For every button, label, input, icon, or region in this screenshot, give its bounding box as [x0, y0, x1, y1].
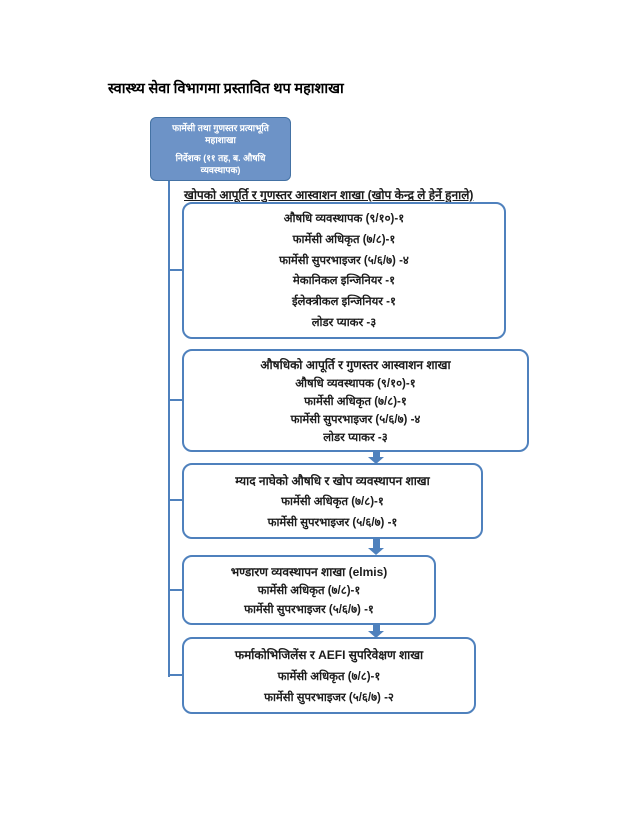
- staff-item: लोडर प्याकर -३: [311, 317, 377, 330]
- arrow-shaft: [372, 538, 380, 548]
- arrow-shaft: [372, 624, 380, 631]
- org-trunk-line: [168, 181, 170, 677]
- staff-item: फार्मेसी अधिकृत (७/८)-१: [292, 233, 396, 246]
- root-box-title: फार्मेसी तथा गुणस्तर प्रत्याभूति महाशाखा: [172, 123, 269, 146]
- staff-item: फार्मेसी अधिकृत (७/८)-१: [304, 395, 407, 408]
- arrow-head: [368, 548, 384, 555]
- staff-item: औषधि व्यवस्थापक (९/१०)-१: [295, 378, 416, 391]
- down-arrow-connector: [368, 624, 384, 638]
- arrow-shaft: [372, 451, 380, 457]
- connector-stub-pharmacovigilance: [168, 674, 183, 676]
- connector-stub-medicine-supply: [168, 399, 183, 401]
- connector-stub-storage: [168, 589, 183, 591]
- staff-item: औषधि व्यवस्थापक (९/१०)-१: [283, 212, 405, 225]
- arrow-head: [368, 631, 384, 638]
- connector-stub-vaccine-supply: [168, 269, 183, 271]
- branch-box-vaccine-supply: औषधि व्यवस्थापक (९/१०)-१ फार्मेसी अधिकृत…: [182, 202, 506, 339]
- staff-item: फार्मेसी अधिकृत (७/८)-१: [257, 585, 361, 598]
- branch-box-medicine-supply: औषधिको आपूर्ति र गुणस्तर आस्वाशन शाखा औष…: [182, 349, 529, 452]
- branch-header-medicine-supply: औषधिको आपूर्ति र गुणस्तर आस्वाशन शाखा: [260, 358, 451, 373]
- staff-item: फार्मेसी सुपरभाइजर (५/६/७) -४: [290, 413, 421, 426]
- branch-header-expired-medicine: म्याद नाघेको औषधि र खोप व्यवस्थापन शाखा: [235, 473, 430, 488]
- staff-item: फार्मेसी अधिकृत (७/८)-१: [277, 671, 381, 683]
- root-box-subtitle: निर्देशक (११ तह, ब. औषधि व्यवस्थापक): [175, 152, 266, 175]
- branch-box-pharmacovigilance: फर्माकोभिजिलेंस र AEFI सुपरिवेक्षण शाखा …: [182, 637, 476, 714]
- connector-stub-expired-medicine: [168, 499, 183, 501]
- down-arrow-connector: [368, 538, 384, 555]
- arrow-head: [368, 457, 384, 464]
- root-box-pharmacy-division: फार्मेसी तथा गुणस्तर प्रत्याभूति महाशाखा…: [150, 117, 291, 181]
- staff-item: लोडर प्याकर -३: [323, 431, 388, 444]
- branch-box-storage: भण्डारण व्यवस्थापन शाखा (elmis) फार्मेसी…: [182, 555, 436, 625]
- branch-header-vaccine-supply: खोपको आपूर्ति र गुणस्तर आस्वाशन शाखा (खो…: [184, 188, 474, 202]
- branch-header-pharmacovigilance: फर्माकोभिजिलेंस र AEFI सुपरिवेक्षण शाखा: [234, 648, 424, 662]
- staff-item: मेकानिकल इन्जिनियर -१: [292, 275, 396, 288]
- staff-item: ईलेक्त्रीकल इन्जिनियर -१: [292, 296, 396, 309]
- staff-item: फार्मेसी सुपरभाइजर (५/६/७) -४: [279, 254, 409, 267]
- staff-item: फार्मेसी सुपरभाइजर (५/६/७) -२: [264, 692, 394, 704]
- staff-item: फार्मेसी सुपरभाइजर (५/६/७) -१: [244, 604, 374, 617]
- down-arrow-connector: [368, 451, 384, 464]
- branch-header-storage: भण्डारण व्यवस्थापन शाखा (elmis): [230, 564, 388, 579]
- page-title: स्वास्थ्य सेवा विभागमा प्रस्तावित थप महा…: [108, 81, 344, 97]
- branch-box-expired-medicine: म्याद नाघेको औषधि र खोप व्यवस्थापन शाखा …: [182, 463, 483, 539]
- staff-item: फार्मेसी अधिकृत (७/८)-१: [281, 496, 384, 509]
- staff-item: फार्मेसी सुपरभाइजर (५/६/७) -१: [267, 517, 398, 530]
